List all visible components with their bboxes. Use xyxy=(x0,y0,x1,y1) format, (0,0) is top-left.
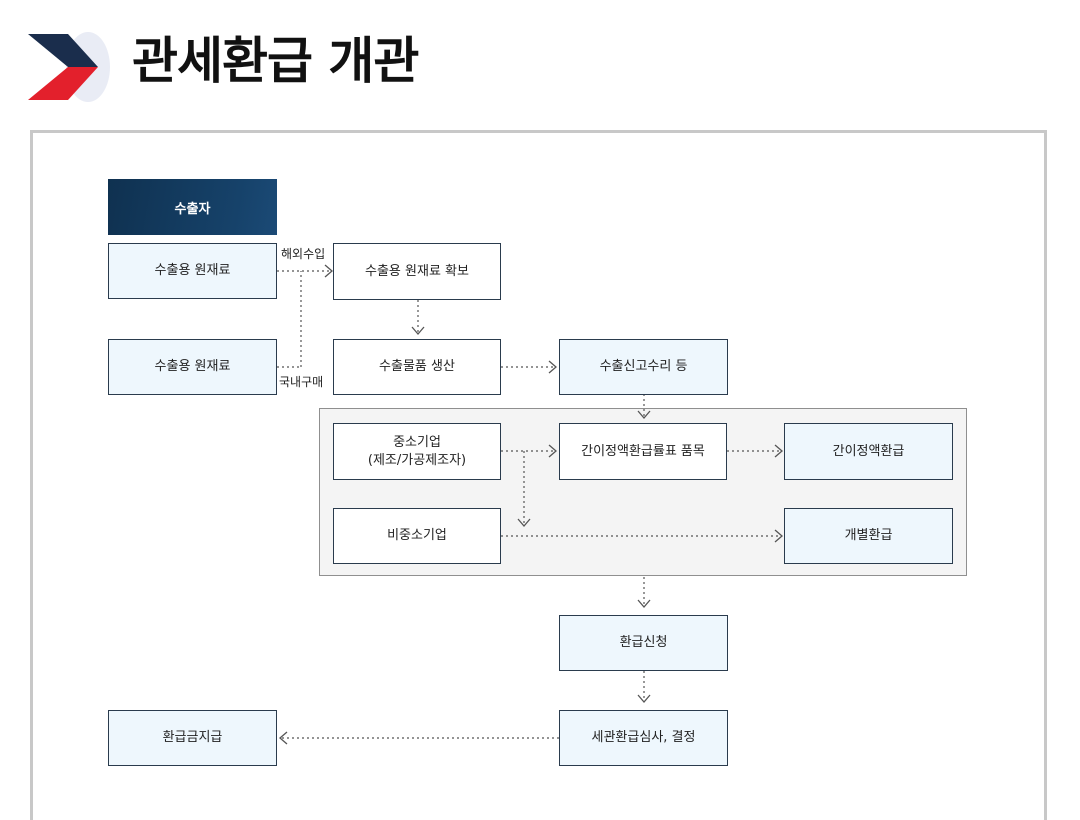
box-individual-refund-label: 개별환급 xyxy=(844,528,893,543)
arrowhead-import xyxy=(324,264,333,278)
box-individual-refund: 개별환급 xyxy=(784,508,953,564)
box-export-declaration: 수출신고수리 등 xyxy=(559,339,728,395)
box-non-sme: 비중소기업 xyxy=(333,508,501,564)
box-secure-materials-label: 수출용 원재료 확보 xyxy=(365,263,469,279)
box-non-sme-label: 비중소기업 xyxy=(387,528,447,543)
box-customs-review: 세관환급심사, 결정 xyxy=(559,710,728,766)
box-refund-payment-label: 환급금지급 xyxy=(162,730,223,745)
box-sme-label-line2: (제조/가공제조자) xyxy=(367,452,467,468)
box-refund-payment: 환급금지급 xyxy=(108,710,277,766)
box-raw-material-domestic-label: 수출용 원재료 xyxy=(154,359,231,374)
arrowhead-sme-down xyxy=(517,518,531,527)
box-raw-material-domestic: 수출용 원재료 xyxy=(108,339,277,395)
box-simple-rate-items: 간이정액환급률표 품목 xyxy=(559,423,727,480)
page-title: 관세환급 개관 xyxy=(132,32,419,90)
arrowhead-production-to-declaration xyxy=(548,360,557,374)
box-production-label: 수출물품 생산 xyxy=(379,359,455,374)
box-customs-review-label: 세관환급심사, 결정 xyxy=(591,730,696,745)
arrowhead-declaration-to-group xyxy=(637,410,651,419)
box-raw-material-import: 수출용 원재료 xyxy=(108,243,277,299)
box-refund-application-label: 환급신청 xyxy=(619,635,668,650)
box-export-declaration-label: 수출신고수리 등 xyxy=(599,359,688,374)
arrowhead-application-to-review xyxy=(637,694,651,703)
box-simple-refund: 간이정액환급 xyxy=(784,423,953,480)
box-simple-refund-label: 간이정액환급 xyxy=(832,443,905,459)
label-overseas-import: 해외수입 xyxy=(281,247,326,261)
box-sme-label-line1: 중소기업 xyxy=(393,434,441,450)
exporter-header: 수출자 xyxy=(108,179,277,235)
box-simple-rate-items-label: 간이정액환급률표 품목 xyxy=(581,443,705,459)
logo-chevron-icon xyxy=(28,32,110,102)
label-domestic-purchase: 국내구매 xyxy=(279,375,324,389)
arrowhead-sme-to-rate-items xyxy=(548,444,557,458)
arrowhead-rate-items-to-simple-refund xyxy=(774,444,783,458)
box-refund-application: 환급신청 xyxy=(559,615,728,671)
arrowhead-group-to-application xyxy=(637,599,651,608)
box-raw-material-import-label: 수출용 원재료 xyxy=(154,263,231,278)
box-secure-materials: 수출용 원재료 확보 xyxy=(333,243,501,300)
box-production: 수출물품 생산 xyxy=(333,339,501,395)
arrowhead-review-to-payment xyxy=(279,731,288,745)
arrowhead-non-sme-to-individual-refund xyxy=(774,529,783,543)
box-sme: 중소기업 (제조/가공제조자) xyxy=(333,423,501,480)
arrowhead-secure-to-production xyxy=(411,326,425,335)
